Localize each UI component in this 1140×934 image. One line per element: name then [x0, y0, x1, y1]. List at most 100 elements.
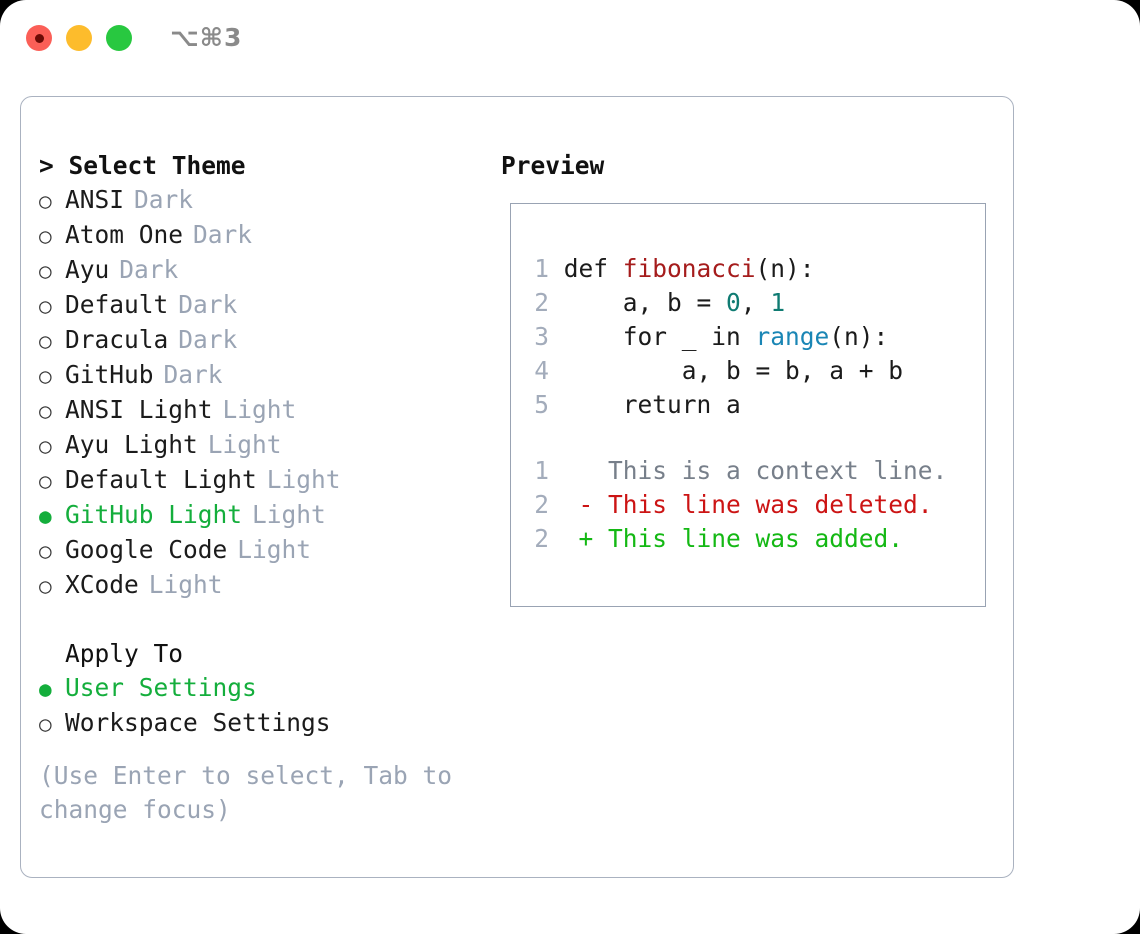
radio-unselected-icon: ○	[39, 399, 52, 423]
radio-selected-icon: ●	[39, 504, 52, 528]
radio-unselected-icon: ○	[39, 539, 52, 563]
theme-name-label: XCode	[65, 570, 139, 599]
gutter-space	[549, 356, 564, 385]
theme-variant-tag: Dark	[134, 185, 194, 214]
code-line: 1 def fibonacci(n):	[531, 252, 903, 286]
select-theme-header: > Select Theme	[39, 151, 246, 180]
code-line-number: 4	[534, 356, 549, 385]
radio-unselected-icon: ○	[39, 294, 52, 318]
diff-line: 1 This is a context line.	[531, 454, 947, 488]
diff-line-content: + This line was added.	[549, 524, 904, 553]
theme-name-label: Google Code	[65, 535, 228, 564]
gutter-space	[549, 390, 564, 419]
code-line-number: 3	[534, 322, 549, 351]
theme-variant-tag: Dark	[119, 255, 179, 284]
theme-name-label: Dracula	[65, 325, 169, 354]
theme-variant-tag: Light	[237, 535, 312, 564]
radio-unselected-icon: ○	[39, 364, 52, 388]
theme-variant-tag: Light	[222, 395, 297, 424]
code-line-number: 1	[534, 254, 549, 283]
theme-variant-tag: Light	[207, 430, 282, 459]
diff-line: 2 - This line was deleted.	[531, 488, 947, 522]
diff-line-number: 2	[534, 524, 549, 553]
apply-to-label: Workspace Settings	[65, 708, 331, 737]
radio-unselected-icon: ○	[39, 469, 52, 493]
diff-line-number: 2	[534, 490, 549, 519]
traffic-lights	[26, 25, 132, 51]
theme-name-label: Default Light	[65, 465, 257, 494]
code-line: 3 for _ in range(n):	[531, 320, 903, 354]
code-line-number: 5	[534, 390, 549, 419]
theme-name-label: Ayu Light	[65, 430, 198, 459]
preview-column: Preview	[501, 149, 1001, 183]
zoom-button[interactable]	[106, 25, 132, 51]
apply-to-list[interactable]: ● User Settings ○ Workspace Settings	[39, 671, 479, 741]
code-token: def	[563, 254, 623, 283]
theme-name-label: GitHub	[65, 360, 154, 389]
code-token: fibonacci	[622, 254, 756, 283]
apply-to-item[interactable]: ○ Workspace Settings	[39, 706, 479, 741]
keyboard-shortcut-label: ⌥⌘3	[170, 23, 243, 52]
theme-variant-tag: Light	[148, 570, 223, 599]
theme-name-label: Default	[65, 290, 169, 319]
diff-line-content: This is a context line.	[549, 456, 948, 485]
theme-list-item[interactable]: ○ ANSI Light Light	[39, 393, 479, 428]
theme-name-label: Atom One	[65, 220, 184, 249]
theme-list-item[interactable]: ○ XCode Light	[39, 568, 479, 603]
title-bar: ⌥⌘3	[0, 0, 1140, 78]
code-token: a, b =	[563, 288, 727, 317]
code-token: (n):	[755, 254, 815, 283]
theme-name-label: ANSI	[65, 185, 125, 214]
preview-header: Preview	[501, 151, 605, 180]
theme-name-label: Ayu	[65, 255, 110, 284]
apply-to-label: User Settings	[65, 673, 257, 702]
theme-list-item[interactable]: ○ Ayu Light Light	[39, 428, 479, 463]
code-line: 2 a, b = 0, 1	[531, 286, 903, 320]
theme-list-item[interactable]: ○ Google Code Light	[39, 533, 479, 568]
section-spacer	[39, 603, 479, 637]
radio-unselected-icon: ○	[39, 434, 52, 458]
theme-variant-tag: Dark	[193, 220, 253, 249]
gutter-space	[549, 322, 564, 351]
code-token: 1	[770, 288, 786, 317]
diff-line-content: - This line was deleted.	[549, 490, 933, 519]
radio-unselected-icon: ○	[39, 224, 52, 248]
theme-variant-tag: Dark	[163, 360, 223, 389]
theme-list-item[interactable]: ● GitHub Light Light	[39, 498, 479, 533]
theme-list-item[interactable]: ○ GitHub Dark	[39, 358, 479, 393]
radio-unselected-icon: ○	[39, 574, 52, 598]
radio-unselected-icon: ○	[39, 189, 52, 213]
code-line: 4 a, b = b, a + b	[531, 354, 903, 388]
apply-to-header: Apply To	[65, 639, 184, 668]
theme-variant-tag: Light	[252, 500, 326, 529]
code-token: a, b = b, a + b	[563, 356, 904, 385]
radio-unselected-icon: ○	[39, 712, 52, 736]
minimize-button[interactable]	[66, 25, 92, 51]
radio-selected-icon: ●	[39, 677, 52, 701]
gutter-space	[549, 254, 564, 283]
theme-list-item[interactable]: ○ Atom One Dark	[39, 218, 479, 253]
theme-name-label: GitHub Light	[65, 500, 243, 529]
code-token: ,	[740, 288, 771, 317]
keyboard-hint-text: (Use Enter to select, Tab to change focu…	[39, 761, 467, 824]
theme-name-label: ANSI Light	[65, 395, 213, 424]
radio-unselected-icon: ○	[39, 329, 52, 353]
code-token: for _ in	[563, 322, 756, 351]
code-token: (n):	[829, 322, 889, 351]
apply-to-item[interactable]: ● User Settings	[39, 671, 479, 706]
diff-sample: 1 This is a context line.2 - This line w…	[531, 454, 947, 556]
code-line: 5 return a	[531, 388, 903, 422]
close-button[interactable]	[26, 25, 52, 51]
theme-list-item[interactable]: ○ ANSI Dark	[39, 183, 479, 218]
